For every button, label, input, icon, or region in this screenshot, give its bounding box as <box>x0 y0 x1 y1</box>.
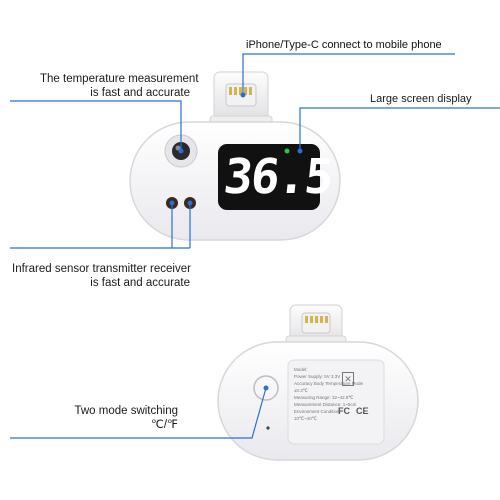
spec-line: Power Supply: 5V 3.3V <box>294 374 341 379</box>
measure-label-line1: The temperature measurement <box>40 73 199 85</box>
led-screen <box>218 144 320 210</box>
spec-line: Measurement Distance: 1~5cm <box>294 402 357 407</box>
spec-line: Measuring Range: 32~42.9℃ <box>294 395 354 400</box>
callout-dots <box>169 92 303 391</box>
temperature-reading: 36.5 <box>221 149 335 205</box>
spec-line: Accuracy Body Temperature Mode ±0.3℃ <box>294 381 363 393</box>
callout-lines <box>10 53 500 439</box>
spec-label-text: Model: Power Supply: 5V 3.3V Accuracy Bo… <box>294 366 364 422</box>
recycle-bin-icon: ✕ <box>342 372 354 386</box>
infrared-label-line2: is fast and accurate <box>90 277 190 289</box>
spec-line: Environment Condition: 10℃~40℃ <box>294 409 341 421</box>
ce-mark: CE <box>356 406 369 416</box>
spec-line: Model: <box>294 367 308 372</box>
measure-label-line2: is fast and accurate <box>90 87 190 99</box>
mode-label: Two mode switching ℃/℉ <box>60 404 178 432</box>
measure-label: The temperature measurement is fast and … <box>40 72 199 100</box>
status-indicator-icon <box>284 148 290 154</box>
connector-label: iPhone/Type-C connect to mobile phone <box>246 39 442 51</box>
mode-label-line2: ℃/℉ <box>150 419 178 431</box>
screen-label: Large screen display <box>370 93 472 105</box>
bottom-device <box>217 304 419 461</box>
fc-mark: FC <box>338 406 350 416</box>
spec-label-panel <box>287 359 385 445</box>
infrared-label-line1: Infrared sensor transmitter receiver <box>12 263 191 275</box>
mic-hole-icon <box>266 426 270 430</box>
infrared-label: Infrared sensor transmitter receiver is … <box>12 262 191 290</box>
mode-label-line1: Two mode switching <box>74 405 178 417</box>
